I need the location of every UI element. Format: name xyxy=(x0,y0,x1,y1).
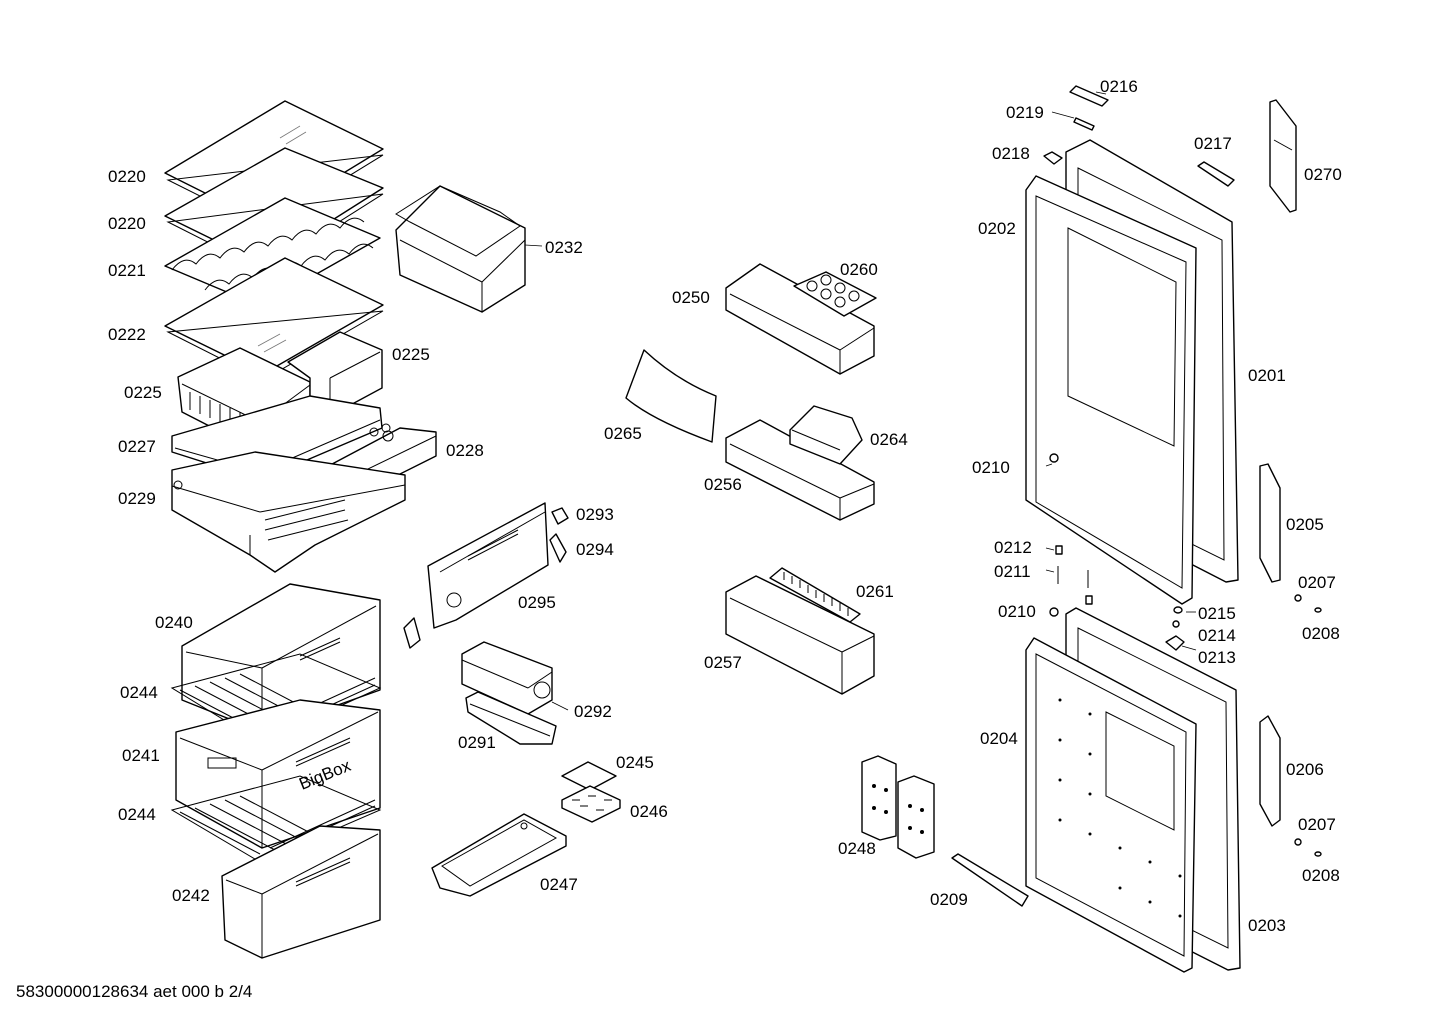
bottle-guard-0265 xyxy=(625,349,717,443)
label-0213: 0213 xyxy=(1198,648,1236,667)
basket-0232 xyxy=(395,185,543,313)
label-0205: 0205 xyxy=(1286,515,1324,534)
clip-0219 xyxy=(1073,117,1095,131)
label-0220-top: 0220 xyxy=(108,167,146,186)
label-0246: 0246 xyxy=(630,802,668,821)
hinge-parts-0213-0215 xyxy=(1165,606,1185,651)
hinge-part-0294 xyxy=(549,533,567,563)
door-shelf-0257 xyxy=(725,575,875,695)
label-0207-upper: 0207 xyxy=(1298,573,1336,592)
door-seal-0202 xyxy=(1025,175,1197,605)
ice-pack-0245 xyxy=(561,761,617,791)
label-0291: 0291 xyxy=(458,733,496,752)
label-0203: 0203 xyxy=(1248,916,1286,935)
label-0214: 0214 xyxy=(1198,626,1236,645)
leader-lines xyxy=(1045,91,1197,651)
label-0202: 0202 xyxy=(978,219,1016,238)
handle-0205 xyxy=(1259,463,1281,583)
vegetable-container-frame-0229 xyxy=(171,451,406,573)
freezer-door-dot-grid xyxy=(1058,698,1182,918)
label-0261: 0261 xyxy=(856,582,894,601)
label-0207-lower: 0207 xyxy=(1298,815,1336,834)
label-0221: 0221 xyxy=(108,261,146,280)
label-0219: 0219 xyxy=(1006,103,1044,122)
control-panel-0295 xyxy=(403,502,549,649)
label-0208-lower: 0208 xyxy=(1302,866,1340,885)
hinge-cover-0270 xyxy=(1269,99,1297,213)
screws-0207-0208 xyxy=(1294,594,1322,857)
butter-compartment-0264 xyxy=(789,405,863,465)
lamp-housing-0292 xyxy=(461,641,569,715)
ice-cube-tray-0246 xyxy=(561,785,621,823)
label-0229: 0229 xyxy=(118,489,156,508)
door-shelf-0250 xyxy=(725,263,875,375)
label-0211: 0211 xyxy=(994,562,1031,581)
label-0217: 0217 xyxy=(1194,134,1232,153)
label-0225-left: 0225 xyxy=(124,383,162,402)
label-0240: 0240 xyxy=(155,613,193,632)
part-labels: 0220 0220 0221 0222 0225 0225 0227 0228 … xyxy=(108,77,1342,935)
drawer-bigbox-0241: BigBox xyxy=(175,699,381,849)
lamp-cover-0291 xyxy=(465,691,557,745)
label-0294: 0294 xyxy=(576,540,614,559)
label-0228: 0228 xyxy=(446,441,484,460)
label-0225-right: 0225 xyxy=(392,345,430,364)
door-seal-0204 xyxy=(1025,637,1197,973)
label-0227: 0227 xyxy=(118,437,156,456)
label-0212: 0212 xyxy=(994,538,1032,557)
knob-0293 xyxy=(551,507,569,525)
egg-tray-0260 xyxy=(793,271,877,317)
screw-0210-upper xyxy=(1049,453,1059,463)
label-0244-lower: 0244 xyxy=(118,805,156,824)
label-0242: 0242 xyxy=(172,886,210,905)
label-0232: 0232 xyxy=(545,238,583,257)
drawer-0242 xyxy=(221,825,381,959)
label-0204: 0204 xyxy=(980,729,1018,748)
cap-0218 xyxy=(1043,151,1063,165)
storage-box-0225-right xyxy=(287,331,383,417)
door-shelf-0256 xyxy=(725,419,875,521)
label-0257: 0257 xyxy=(704,653,742,672)
label-0241: 0241 xyxy=(122,746,160,765)
label-0250: 0250 xyxy=(672,288,710,307)
drawer-0240 xyxy=(181,583,381,733)
label-0248: 0248 xyxy=(838,839,876,858)
label-0201: 0201 xyxy=(1248,366,1286,385)
cold-pack-0248 xyxy=(861,755,935,859)
screw-0210-lower xyxy=(1049,607,1059,617)
handle-0206 xyxy=(1259,715,1281,827)
label-0265: 0265 xyxy=(604,424,642,443)
label-0264: 0264 xyxy=(870,430,908,449)
label-0245: 0245 xyxy=(616,753,654,772)
label-0260: 0260 xyxy=(840,260,878,279)
cover-0217 xyxy=(1197,161,1235,187)
label-0256: 0256 xyxy=(704,475,742,494)
cover-0216 xyxy=(1069,85,1109,107)
label-0244-upper: 0244 xyxy=(120,683,158,702)
label-0209: 0209 xyxy=(930,890,968,909)
label-0295: 0295 xyxy=(518,593,556,612)
label-0215: 0215 xyxy=(1198,604,1236,623)
label-0216: 0216 xyxy=(1100,77,1138,96)
label-0292: 0292 xyxy=(574,702,612,721)
label-0210-upper: 0210 xyxy=(972,458,1010,477)
label-0206: 0206 xyxy=(1286,760,1324,779)
label-0218: 0218 xyxy=(992,144,1030,163)
document-reference: 58300000128634 aet 000 b 2/4 xyxy=(16,982,253,1001)
tray-0247 xyxy=(431,813,567,897)
label-0293: 0293 xyxy=(576,505,614,524)
label-0208-upper: 0208 xyxy=(1302,624,1340,643)
label-0220-second: 0220 xyxy=(108,214,146,233)
label-0210-lower: 0210 xyxy=(998,602,1036,621)
label-0270: 0270 xyxy=(1304,165,1342,184)
label-0222: 0222 xyxy=(108,325,146,344)
hinge-parts-0211-0212 xyxy=(1055,545,1093,605)
cover-strip-0209 xyxy=(951,853,1029,907)
bottle-divider-0261 xyxy=(769,567,861,623)
label-0247: 0247 xyxy=(540,875,578,894)
